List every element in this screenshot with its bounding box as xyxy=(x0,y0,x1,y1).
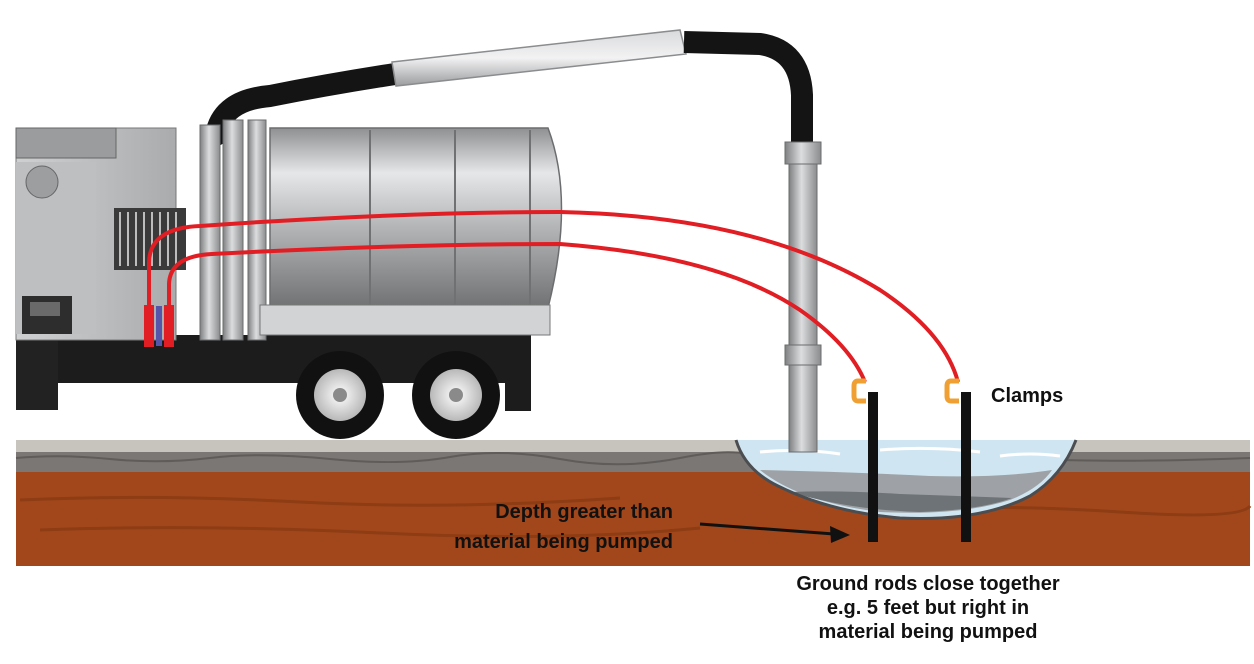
rear-wheel-1 xyxy=(296,351,384,439)
pit xyxy=(734,439,1078,520)
depth-label-line2: material being pumped xyxy=(454,531,673,553)
hose-black-left xyxy=(205,63,406,146)
depth-label-line1: Depth greater than xyxy=(495,501,673,523)
clamp-2 xyxy=(944,378,959,404)
stack-pipe-1 xyxy=(199,124,221,341)
stack-pipe-2 xyxy=(222,119,244,341)
hose-black-right xyxy=(683,31,813,145)
ground-rod-1 xyxy=(868,392,878,542)
boom-tube xyxy=(391,29,687,87)
pit-outline xyxy=(734,439,1078,520)
cab-exhaust-cap xyxy=(25,165,59,199)
soil-layer xyxy=(16,472,1250,566)
clamp-1 xyxy=(851,378,866,404)
suction-pipe-collar xyxy=(784,141,822,165)
truck-mudflap xyxy=(505,335,531,411)
truck-bumper xyxy=(16,335,58,410)
rear-wheel-2 xyxy=(412,351,500,439)
suction-pipe-collar-lower xyxy=(784,344,822,366)
wire-terminal-2 xyxy=(164,305,174,347)
depth-arrow xyxy=(699,522,850,543)
control-panel-screen xyxy=(30,302,60,316)
rods-label-line3: material being pumped xyxy=(819,621,1038,643)
cab-roof-unit xyxy=(15,127,117,159)
wire-to-rod-far xyxy=(147,209,960,383)
stack-pipe-3 xyxy=(247,119,267,341)
clamps-label: Clamps xyxy=(991,385,1063,407)
vacuum-hose xyxy=(205,29,822,453)
tank-base-rail xyxy=(259,304,551,336)
rods-label-line2: e.g. 5 feet but right in xyxy=(827,597,1029,619)
wire-terminal-1 xyxy=(144,305,154,347)
wire-to-rod-near xyxy=(167,241,867,383)
ground-rod-2 xyxy=(961,392,971,542)
wire-terminal-insulator xyxy=(156,306,162,346)
rods-label-line1: Ground rods close together xyxy=(796,573,1060,595)
suction-pipe xyxy=(788,141,818,453)
vacuum-truck xyxy=(15,119,563,439)
grounding-wires xyxy=(144,209,960,383)
pit-sludge-dark xyxy=(790,491,1012,512)
ground-rods xyxy=(851,378,971,542)
